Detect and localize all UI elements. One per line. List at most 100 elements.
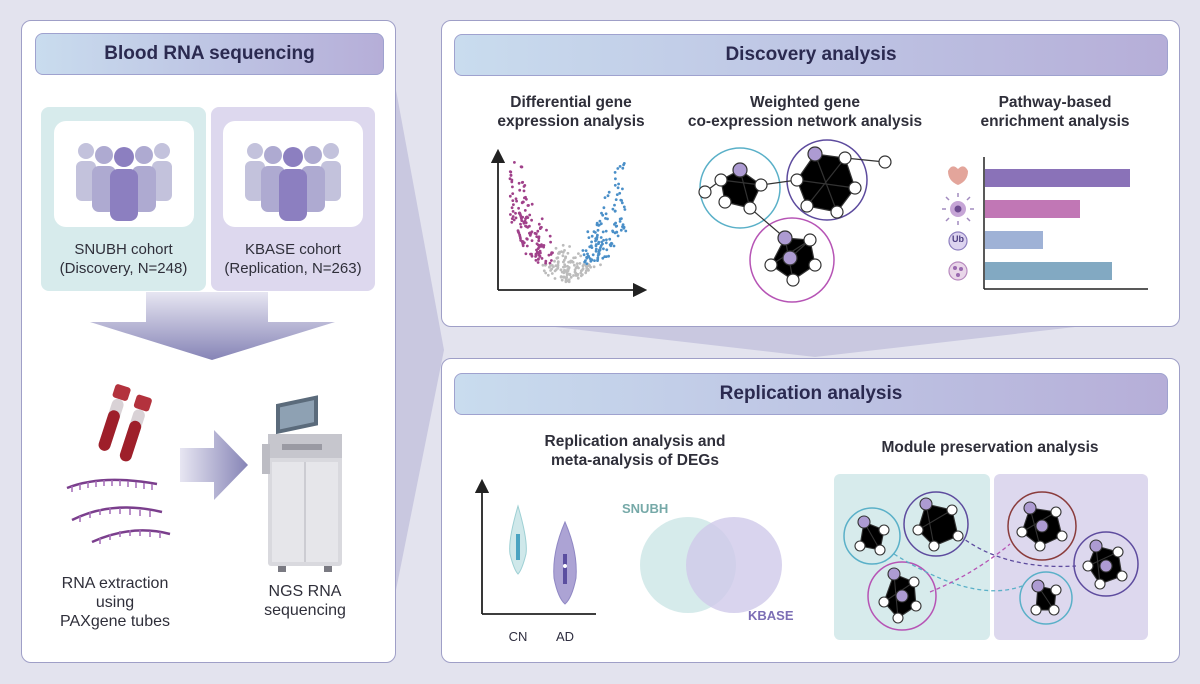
kbase-cohort-name: KBASE cohort [245, 241, 341, 258]
volcano-point [559, 275, 563, 279]
volcano-point [567, 278, 571, 281]
volcano-point [607, 190, 611, 194]
volcano-point [520, 165, 524, 169]
connector-wedge [396, 90, 444, 590]
volcano-point [545, 228, 548, 232]
volcano-point [612, 244, 616, 248]
volcano-point [599, 236, 603, 239]
volcano-point [526, 225, 530, 229]
volcano-point [523, 184, 527, 187]
volcano-point [519, 225, 523, 229]
volcano-point [528, 213, 532, 217]
volcano-point [602, 206, 606, 210]
volcano-point [524, 221, 528, 225]
volcano-point [605, 248, 609, 252]
volcano-point [565, 276, 569, 279]
volcano-point [621, 166, 625, 170]
volcano-point [619, 228, 623, 232]
volcano-point [514, 197, 518, 201]
volcano-point [524, 224, 527, 228]
volcano-point [536, 247, 540, 250]
volcano-point [623, 208, 627, 211]
volcano-point [585, 256, 589, 260]
volcano-point [599, 244, 603, 247]
volcano-point [604, 217, 607, 220]
volcano-point [537, 239, 541, 243]
volcano-point [581, 264, 585, 268]
volcano-point [546, 273, 550, 277]
volcano-point [582, 253, 586, 257]
volcano-point [542, 269, 546, 273]
volcano-point [598, 219, 602, 223]
volcano-point [598, 248, 602, 252]
volcano-point [509, 213, 512, 216]
volcano-point [562, 275, 566, 279]
volcano-point [624, 229, 628, 233]
module-discovery-box [834, 474, 990, 640]
volcano-point [567, 280, 571, 284]
volcano-point [511, 210, 515, 213]
volcano-point [586, 252, 589, 256]
volcano-point [510, 220, 514, 224]
pathway-bar [985, 200, 1080, 218]
volcano-point [589, 265, 592, 269]
volcano-point [577, 252, 580, 255]
pathway-bar-chart [942, 157, 1148, 290]
volcano-point [573, 268, 577, 272]
volcano-point [602, 247, 605, 251]
dge-title-line1: Differential gene [510, 94, 632, 111]
volcano-point [596, 228, 600, 232]
volcano-point [606, 194, 610, 198]
volcano-point [587, 236, 591, 239]
volcano-point [597, 252, 601, 256]
volcano-point [517, 206, 520, 210]
volcano-point [568, 273, 572, 277]
volcano-point [616, 167, 620, 170]
volcano-point [622, 205, 626, 209]
volcano-point [534, 232, 538, 236]
volcano-point [548, 234, 552, 238]
volcano-point [564, 280, 568, 284]
blood-tube-icon [98, 384, 152, 462]
volcano-point [561, 251, 565, 254]
volcano-point [542, 245, 545, 249]
volcano-point [554, 268, 558, 272]
volcano-point [522, 189, 526, 193]
volcano-point [621, 225, 624, 229]
volcano-point [554, 246, 558, 250]
volcano-point [621, 187, 624, 191]
volcano-point [524, 195, 527, 199]
volcano-point [534, 258, 538, 262]
volcano-point [525, 244, 529, 248]
volcano-point [579, 271, 583, 275]
volcano-point [556, 265, 560, 269]
volcano-point [530, 252, 533, 256]
volcano-point [608, 237, 612, 241]
panel-connector [555, 327, 1075, 357]
violin-plot [474, 478, 596, 615]
volcano-point [518, 188, 522, 192]
volcano-point [611, 207, 615, 211]
volcano-point [511, 199, 515, 202]
volcano-point [622, 162, 626, 165]
volcano-point [519, 222, 522, 226]
volcano-point [573, 263, 576, 267]
volcano-point [605, 238, 608, 242]
volcano-point [571, 260, 575, 264]
volcano-point [614, 225, 618, 228]
volcano-point [522, 200, 525, 204]
volcano-point [558, 250, 561, 254]
volcano-point [523, 209, 527, 212]
volcano-point [584, 249, 588, 252]
volcano-point [569, 260, 572, 264]
volcano-point [610, 242, 614, 245]
volcano-point [537, 257, 540, 261]
volcano-point [575, 265, 579, 268]
volcano-point [549, 240, 552, 244]
volcano-point [594, 247, 598, 251]
thyroid-icon [948, 166, 968, 185]
volcano-point [576, 276, 580, 280]
volcano-point [613, 183, 617, 187]
volcano-point [554, 264, 558, 268]
volcano-point [575, 262, 579, 265]
